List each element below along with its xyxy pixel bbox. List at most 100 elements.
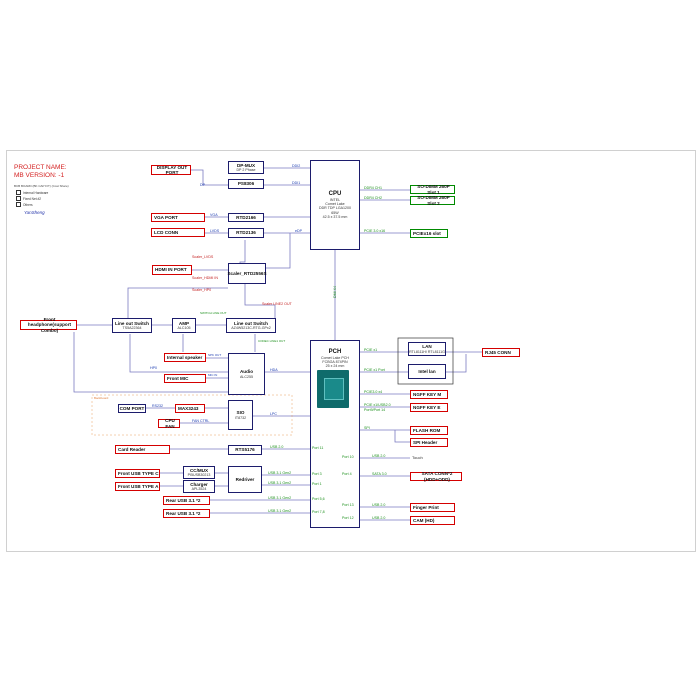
project-name: PROJECT NAME: <box>14 164 67 171</box>
signal-label: SWITCH LINE OUT <box>200 311 227 315</box>
pch-chip-image <box>317 370 349 408</box>
wire <box>265 233 291 269</box>
cam-hd: CAM (HD) <box>410 516 455 525</box>
signal-label: Port9/Port 14 <box>364 408 386 412</box>
lcd-conn: LCD CONN <box>151 228 205 237</box>
wire <box>446 354 467 373</box>
wire <box>244 282 276 318</box>
signal-label: PCIE3.0 x4 <box>364 390 383 394</box>
cpu-line: 42.5 x 37.5 mm <box>322 214 348 219</box>
cpu-line: 65W <box>331 210 339 215</box>
signal-label: DDR4 CH1 <box>364 186 382 190</box>
lan-group-frame <box>397 337 454 385</box>
signature: YanSheng <box>24 210 45 215</box>
signal-label: USB 2.0 <box>270 445 284 449</box>
pch-line: 25 x 24 mm <box>325 364 345 369</box>
line-out-switch-1: Line out Switch TS5A22364 <box>112 318 152 333</box>
audio-sub: ALC255 <box>240 374 253 379</box>
dp-mux-sub: DP 2 Phase <box>236 168 256 173</box>
pch-line: FCBGA 874PIN <box>322 360 348 365</box>
charger-block: Charger APL3524 <box>183 480 215 493</box>
vga-port: VGA PORT <box>151 213 205 222</box>
wire <box>190 169 228 186</box>
lan-sub: RTL8111H/ RTL8111G <box>409 349 445 354</box>
lan-block: LAN RTL8111H/ RTL8111G <box>408 342 446 356</box>
line-out-switch-2: Line out Switch AZ4W5213C-RTG-GPx2 <box>226 318 276 333</box>
rj45-conn: RJ45 CONN <box>482 348 520 357</box>
signal-label: USB 3.1 Gen2 <box>268 509 292 513</box>
signal-label: CODEC LINE1 OUT <box>258 339 286 343</box>
so-dimm-slot-1: SO-DIMM 260P Slot 1 <box>410 184 455 195</box>
display-out-port: DISPLAY OUT PORT <box>151 165 191 175</box>
line-out-switch-sub: TS5A22364 <box>122 326 142 331</box>
pch-line: Comet Lake PCH <box>321 355 349 360</box>
signal-label: Scaler_LVDS <box>192 255 214 259</box>
signal-label: USB 2.0 <box>372 516 386 520</box>
wire <box>129 334 228 373</box>
cc-mux-title: CC/MUX <box>189 467 209 473</box>
wire <box>127 287 228 318</box>
line-out-switch-title: Line out Switch <box>234 320 268 326</box>
pch-port-label: Port 5,6 <box>312 497 325 501</box>
project-title: PROJECT NAME: MB VERSION: -1 <box>14 164 67 180</box>
cpu-line: DDR TDP LGA1200 <box>318 206 352 211</box>
legend-swatch <box>16 196 21 201</box>
internal-speaker: Internal speaker <box>164 353 206 362</box>
charger-sub: APL3524 <box>191 487 207 492</box>
amp-sub: ALC105 <box>177 326 191 331</box>
signal-label: MIC IN <box>208 373 218 377</box>
line-out-switch-sub: AZ4W5213C-RTG-GPx2 <box>231 326 271 331</box>
legend-item-1: Internal Hardware <box>16 190 48 195</box>
signal-label: USB 3.1 Gen2 <box>268 471 292 475</box>
signal-label: RS232 <box>152 404 163 408</box>
backboard-frame <box>91 394 293 436</box>
legend-item-3: Others <box>16 202 33 207</box>
pcie-x16-slot: PCIEx16 slot <box>410 229 448 238</box>
rtd2166-block: RTD2166 <box>228 213 264 222</box>
touch-label: Touch <box>412 455 423 460</box>
front-headphone: Front headphone(support Combo) <box>20 317 77 333</box>
front-mic: Front MIC <box>164 374 206 383</box>
signal-label: SPI <box>364 426 370 430</box>
cpu-line: Comet Lake <box>325 202 345 207</box>
legend-label: Internal Hardware <box>23 190 49 195</box>
cpu-fan: CPU FAN <box>158 418 180 429</box>
signal-label: USB 2.0 <box>372 503 386 507</box>
signal-label: PCIE 3.0 x16 <box>364 229 386 233</box>
signal-label: USB 3.1 Gen2 <box>268 481 292 485</box>
signal-label: DP <box>200 183 205 187</box>
cpu-block: CPU INTEL Comet Lake DDR TDP LGA1200 65W… <box>310 160 360 250</box>
rear-usb-1: Rear USB 3.1 *2 <box>163 496 210 505</box>
header-subtitle: BCB BOARD (BK CAP FIT) (Cost Share) <box>14 184 69 188</box>
signal-label: HP0 <box>150 366 157 370</box>
signal-label: USB 3.1 Gen2 <box>268 496 292 500</box>
rts5176-block: RTS5176 <box>228 445 262 455</box>
pch-title: PCH <box>328 349 342 355</box>
pch-port-label: Port 13 <box>342 503 354 507</box>
legend-label: Others <box>23 202 33 207</box>
scaler-block: Scaler_RTD2556S <box>227 263 267 284</box>
pch-port-label: Port 1 <box>312 482 322 486</box>
amp-title: AMP <box>178 320 190 326</box>
signal-label: eDP <box>295 229 302 233</box>
cc-mux-block: CC/MUX PI5USB30213 <box>183 466 215 479</box>
signal-label: HDA <box>270 368 278 372</box>
pch-port-label: Port 4 <box>342 472 352 476</box>
so-dimm-slot-2: SO-DIMM 260P Slot 2 <box>410 195 455 206</box>
sata-conn: SATA CONN*2 (HDD+ODD) <box>410 471 462 482</box>
intel-lan-block: Intel lan <box>408 364 446 379</box>
ngff-key-m: NGFF KEY M <box>410 390 448 399</box>
signal-label: VGA <box>210 213 218 217</box>
signal-label: SATA 3.0 <box>372 472 387 476</box>
dp-mux-title: DP-MUX <box>236 162 256 168</box>
signal-label: Scaler LINE2 OUT <box>262 302 292 306</box>
wire <box>73 332 228 393</box>
sheet-border <box>6 150 696 552</box>
legend-label: Fixed Net #2 <box>23 196 42 201</box>
pch-port-label: Port 11 <box>312 446 324 450</box>
signal-label: SPK OUT <box>208 353 222 357</box>
rear-usb-2: Rear USB 3.1 *2 <box>163 509 210 518</box>
com-port: COM PORT <box>118 404 146 413</box>
